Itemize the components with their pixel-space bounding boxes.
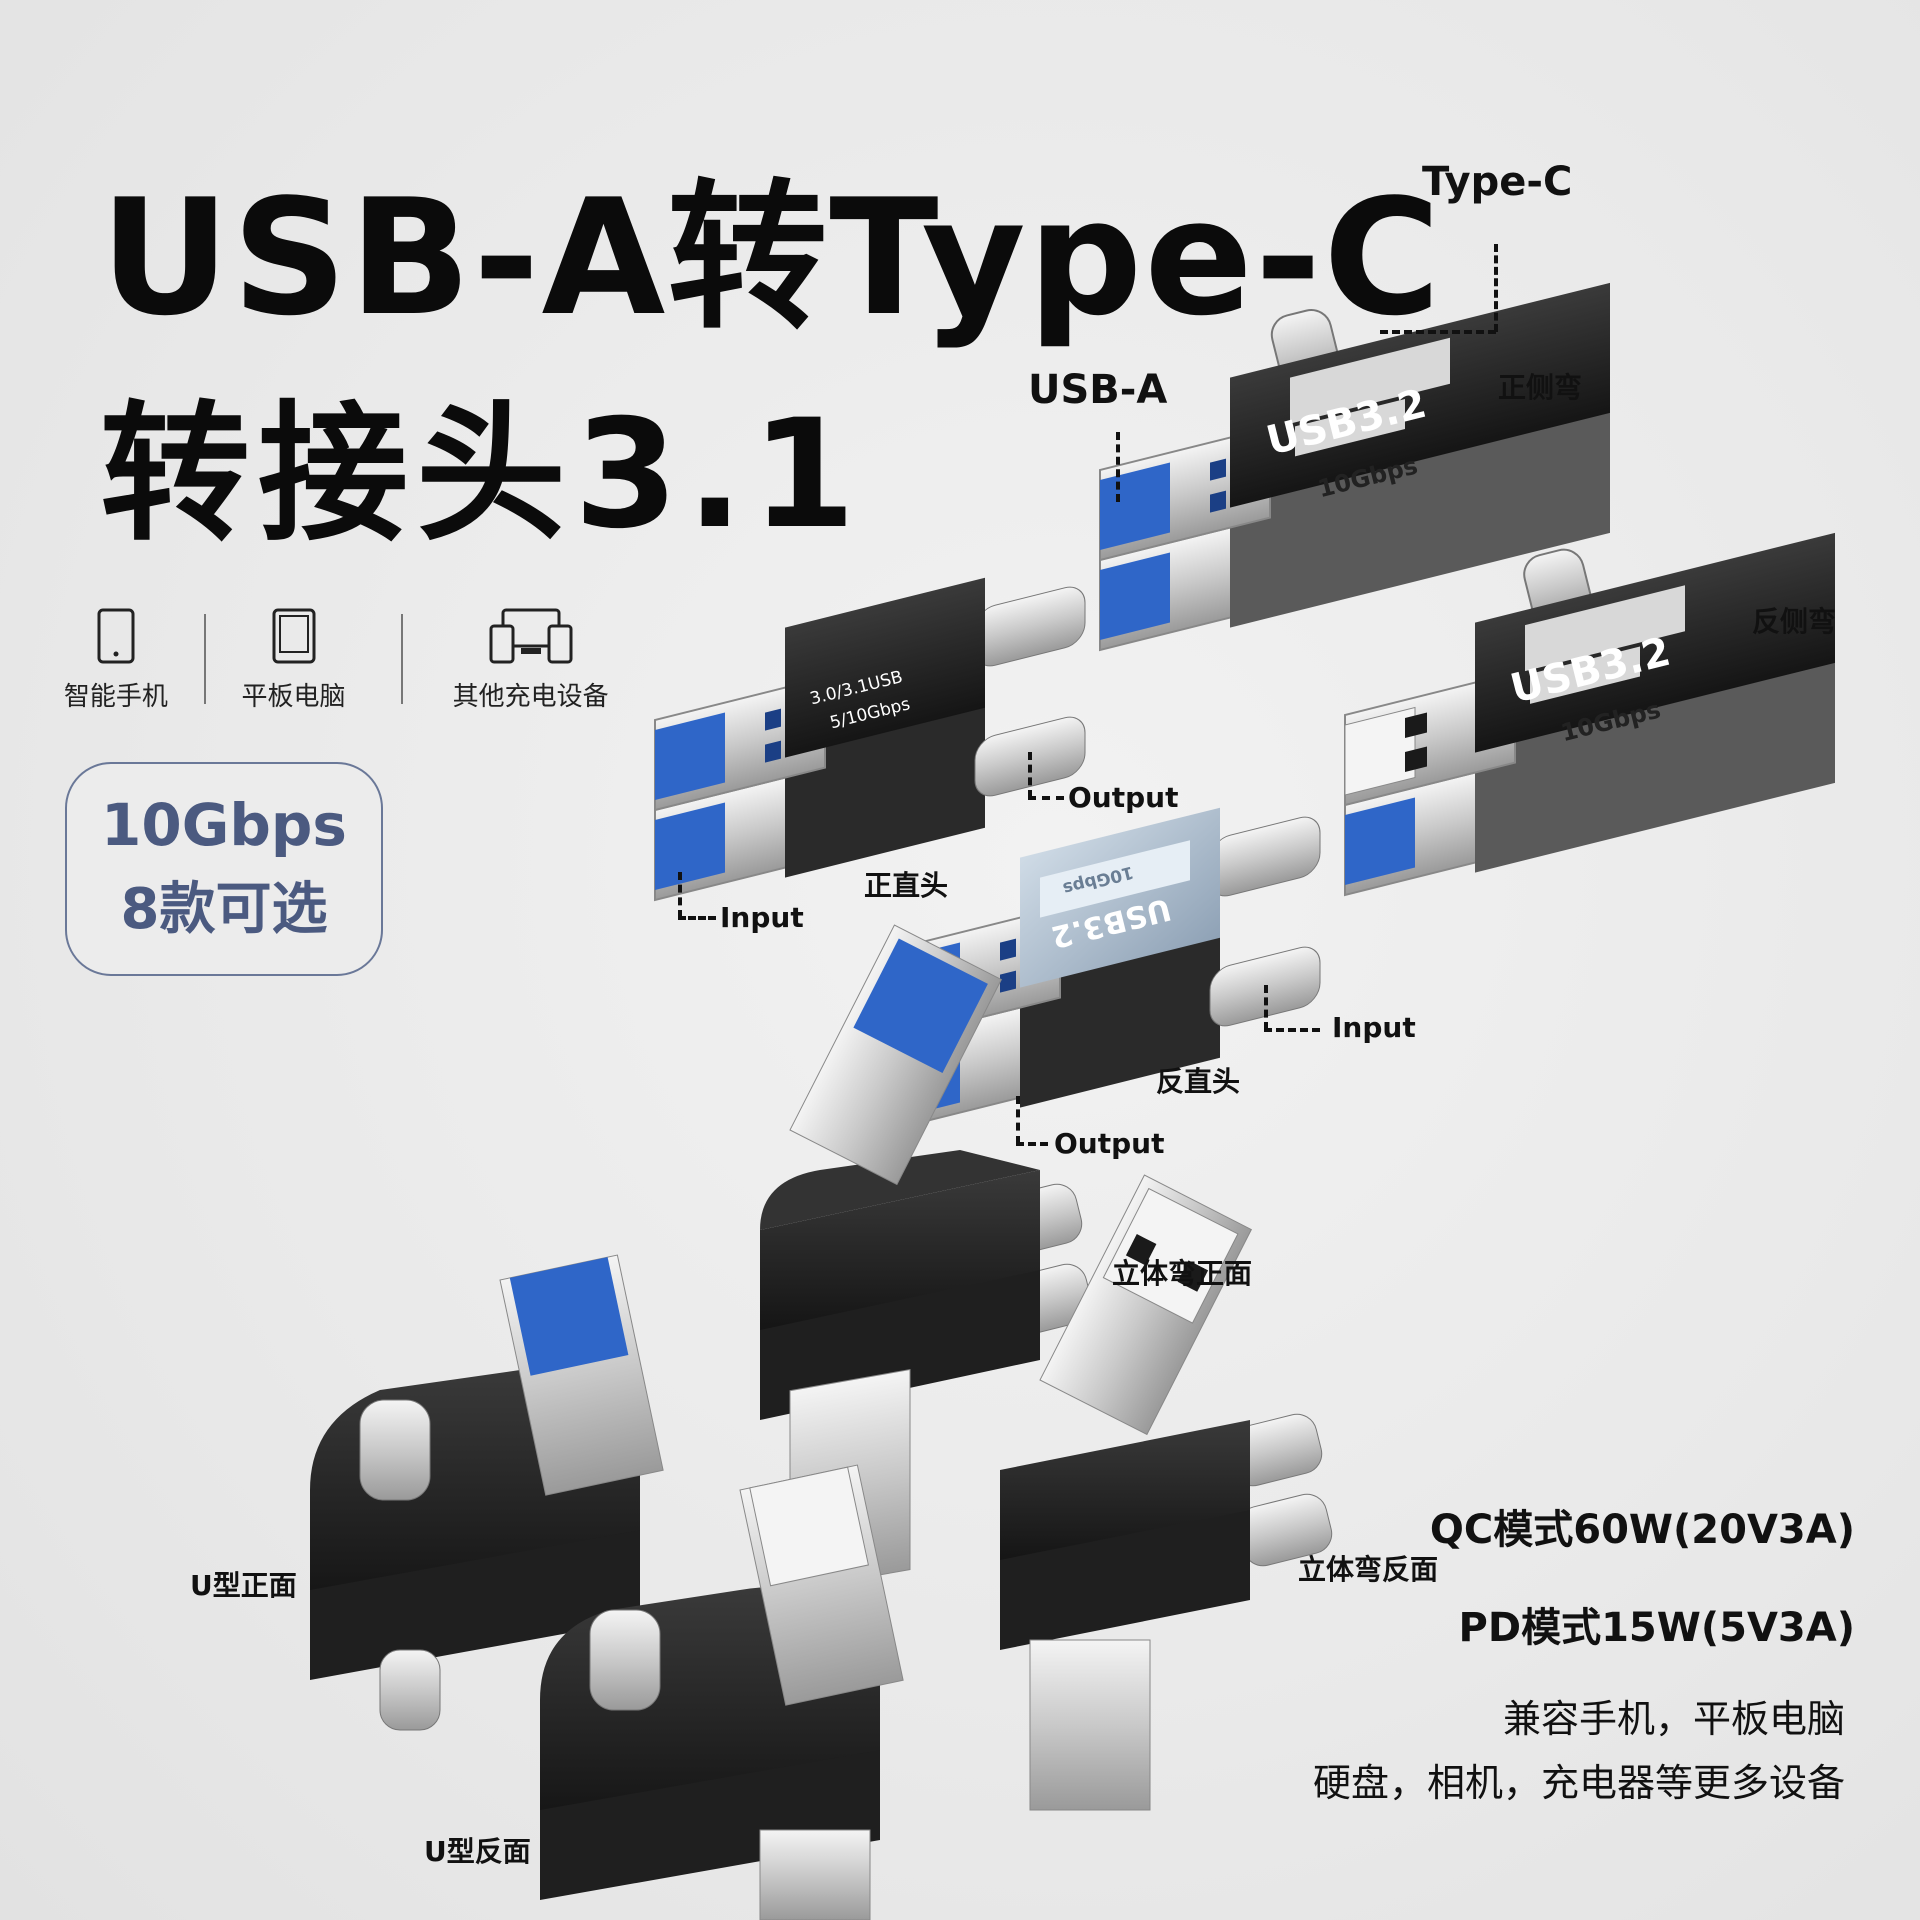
label-neg-side-bend: 反侧弯	[1752, 605, 1837, 638]
device-tablet: 平板电脑	[216, 608, 372, 713]
adapter-u-shape-back	[540, 1464, 904, 1920]
badge-options: 8款可选	[120, 877, 328, 942]
label-neg-straight: 反直头	[1156, 1065, 1241, 1098]
leader-output-1	[1028, 752, 1032, 798]
device-label: 其他充电设备	[452, 682, 609, 712]
tablet-icon	[272, 608, 316, 664]
adapter-u-shape-front	[310, 1254, 664, 1731]
adapter-negative-side-bend	[1344, 532, 1835, 897]
leader-input-2-h	[1264, 1028, 1320, 1032]
label-usb-a: USB-A	[1028, 367, 1168, 413]
label-u-front: U型正面	[190, 1569, 297, 1602]
label-type-c: Type-C	[1422, 159, 1573, 205]
multi-device-icon	[489, 608, 573, 664]
label-output-1: Output	[1068, 781, 1179, 814]
leader-input-1	[678, 872, 682, 918]
label-input-1: Input	[720, 901, 804, 934]
speed-badge: 10Gbps 8款可选	[65, 762, 383, 976]
label-pos-straight: 正直头	[864, 869, 949, 902]
device-label: 平板电脑	[241, 682, 346, 712]
label-3d-bend-front: 立体弯正面	[1112, 1257, 1253, 1290]
label-3d-bend-back: 立体弯反面	[1298, 1553, 1439, 1586]
leader-output-1-h	[1028, 796, 1064, 800]
leader-output-2	[1016, 1096, 1020, 1144]
label-output-2: Output	[1054, 1127, 1165, 1160]
smartphone-icon	[97, 608, 135, 664]
spec-pd: PD模式15W(5V3A)	[1458, 1605, 1855, 1651]
divider	[203, 614, 206, 704]
compat-line-2: 硬盘，相机，充电器等更多设备	[1312, 1761, 1845, 1805]
leader-output-2-h	[1016, 1142, 1048, 1146]
label-input-2: Input	[1332, 1011, 1416, 1044]
leader-type-c-v	[1494, 244, 1498, 332]
device-other: 其他充电设备	[433, 608, 628, 713]
device-smartphone: 智能手机	[38, 608, 194, 713]
title-line-1: USB-A转Type-C	[100, 164, 1443, 351]
label-pos-side-bend: 正侧弯	[1498, 371, 1583, 404]
label-u-back: U型反面	[424, 1835, 531, 1868]
device-row: 智能手机 平板电脑 其他充电设备	[38, 608, 628, 718]
leader-input-2	[1264, 985, 1268, 1030]
leader-type-c-h	[1380, 330, 1496, 334]
compat-line-1: 兼容手机，平板电脑	[1502, 1697, 1845, 1741]
leader-input-1-h	[678, 916, 716, 920]
badge-speed: 10Gbps	[101, 791, 347, 859]
adapter-3d-bend-back	[1000, 1174, 1333, 1811]
leader-usb-a	[1116, 432, 1120, 502]
adapter-positive-side-bend	[1099, 282, 1610, 652]
divider	[401, 614, 404, 704]
device-label: 智能手机	[63, 682, 168, 712]
spec-qc: QC模式60W(20V3A)	[1429, 1507, 1855, 1553]
title-line-2: 转接头3.1	[100, 388, 864, 562]
adapter-positive-straight	[654, 577, 1086, 902]
